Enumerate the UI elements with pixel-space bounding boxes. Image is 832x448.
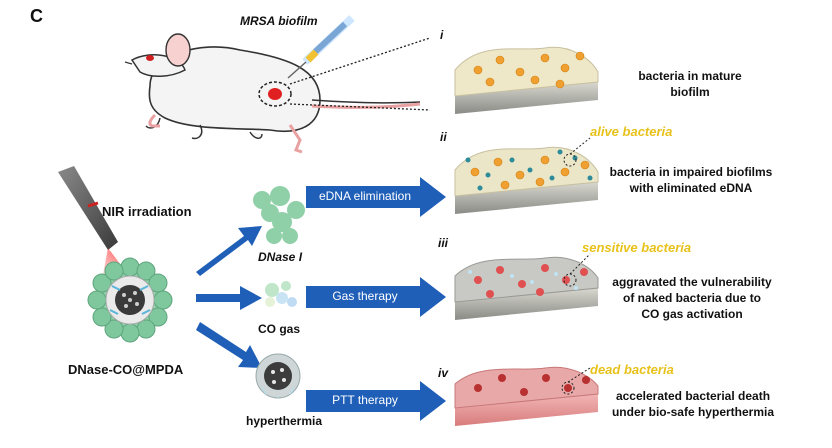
biofilm-slab-iii bbox=[454, 253, 599, 320]
biofilm-slab-iv bbox=[454, 366, 599, 426]
panel-iv-desc-line: accelerated bacterial death bbox=[615, 389, 771, 403]
panel-iii-desc-line: aggravated the vulnerability bbox=[612, 275, 772, 289]
biofilm-slab-ii bbox=[454, 137, 599, 214]
hyperthermia-label: hyperthermia bbox=[246, 414, 323, 428]
panel-iv-desc-line: under bio-safe hyperthermia bbox=[611, 405, 775, 419]
panel-ii-desc-line: with eliminated eDNA bbox=[629, 181, 753, 195]
panel-i-desc: bacteria in mature biofilm bbox=[610, 68, 770, 100]
panel-iv-desc: accelerated bacterial death under bio-sa… bbox=[600, 388, 786, 420]
panel-ii-numeral: ii bbox=[440, 130, 447, 144]
panel-iii-tag: sensitive bacteria bbox=[582, 240, 692, 255]
panel-i-desc-line: bacteria in mature bbox=[638, 69, 742, 83]
dnase-icon bbox=[253, 186, 305, 244]
syringe-icon bbox=[287, 15, 355, 79]
nanoparticle-label: DNase-CO@MPDA bbox=[68, 362, 184, 377]
mouse-label: MRSA biofilm bbox=[240, 14, 318, 28]
panel-i-numeral: i bbox=[440, 28, 444, 42]
therapy-arrows bbox=[306, 177, 446, 421]
biofilm-slab-i bbox=[454, 46, 599, 114]
gas-arrow-label: Gas therapy bbox=[332, 289, 398, 303]
panel-ii-desc: bacteria in impaired biofilms with elimi… bbox=[596, 164, 786, 196]
panel-iv-tag: dead bacteria bbox=[590, 362, 674, 377]
panel-ii-tag: alive bacteria bbox=[590, 124, 673, 139]
panel-iii-desc-line: of naked bacteria due to bbox=[622, 291, 762, 305]
panel-letter: C bbox=[30, 6, 43, 26]
ptt-arrow-label: PTT therapy bbox=[332, 393, 398, 407]
edna-arrow-label: eDNA elimination bbox=[318, 189, 412, 203]
panel-iii-desc-line: CO gas activation bbox=[641, 307, 743, 321]
panel-ii-desc-line: bacteria in impaired biofilms bbox=[609, 165, 773, 179]
panel-iv-numeral: iv bbox=[438, 366, 449, 380]
panel-iii-numeral: iii bbox=[438, 236, 449, 250]
co-gas-label: CO gas bbox=[258, 322, 301, 336]
hyperthermia-particle bbox=[255, 353, 301, 399]
panel-iii-desc: aggravated the vulnerability of naked ba… bbox=[602, 274, 782, 322]
panel-i-desc-line: biofilm bbox=[670, 85, 710, 99]
dnase-label: DNase I bbox=[258, 250, 303, 264]
nir-label: NIR irradiation bbox=[102, 204, 192, 219]
nanoparticle bbox=[87, 257, 173, 343]
co-gas-icon bbox=[265, 281, 297, 307]
mouse-illustration bbox=[124, 33, 431, 154]
branch-arrows bbox=[196, 226, 262, 368]
